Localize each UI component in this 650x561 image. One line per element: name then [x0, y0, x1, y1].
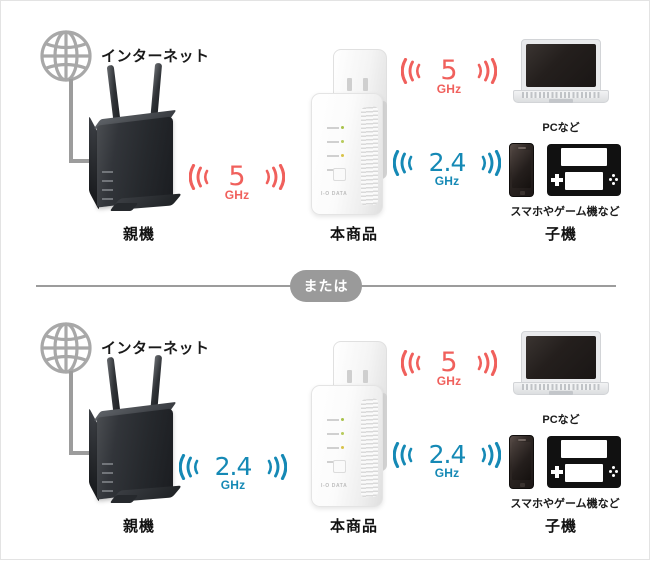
globe-icon — [39, 29, 93, 83]
globe-icon — [39, 321, 93, 375]
link-extender-to-mobile: 2.4 GHz — [393, 145, 501, 197]
router-caption: 親機 — [122, 226, 155, 243]
link-router-to-extender: 5 GHz — [187, 159, 287, 211]
wifi-signal-icon — [263, 164, 285, 190]
extender-caption: 本商品 — [329, 518, 378, 535]
band-unit: GHz — [436, 82, 462, 96]
router-caption: 親機 — [122, 518, 155, 535]
link-extender-to-pc: 5 GHz — [399, 53, 499, 105]
divider: または — [1, 269, 650, 302]
wifi-router-icon — [87, 62, 191, 213]
game-console-icon — [547, 436, 621, 488]
laptop-icon — [513, 39, 609, 109]
link-router-to-extender: 2.4 GHz — [179, 449, 287, 501]
band-unit: GHz — [224, 188, 250, 202]
band-unit: GHz — [220, 478, 246, 492]
wifi-signal-icon — [479, 150, 501, 176]
extender-brand: I-O DATA — [321, 483, 348, 489]
smartphone-icon — [509, 143, 534, 197]
wifi-router-icon — [87, 354, 191, 505]
band-value: 5 — [228, 160, 246, 192]
band-value: 2.4 — [214, 451, 253, 481]
extender-caption: 本商品 — [329, 226, 378, 243]
internet-label: インターネット — [101, 340, 210, 357]
clients-caption: 子機 — [544, 226, 577, 243]
wifi-signal-icon — [393, 150, 415, 176]
band-value: 5 — [440, 346, 458, 378]
wifi-signal-icon — [401, 350, 423, 376]
laptop-caption: PCなど — [542, 122, 580, 134]
wifi-signal-icon — [265, 454, 287, 480]
wifi-signal-icon — [179, 454, 201, 480]
wifi-signal-icon — [189, 164, 211, 190]
wifi-signal-icon — [475, 58, 497, 84]
clients-caption: 子機 — [544, 518, 577, 535]
link-extender-to-pc: 5 GHz — [399, 345, 499, 397]
mobile-devices-group — [509, 143, 621, 199]
wifi-extender-icon: I-O DATA — [311, 49, 397, 215]
game-console-icon — [547, 144, 621, 196]
link-extender-to-mobile: 2.4 GHz — [393, 437, 501, 489]
band-value: 2.4 — [428, 147, 467, 177]
wifi-signal-icon — [393, 442, 415, 468]
mobile-devices-group — [509, 435, 621, 491]
band-value: 2.4 — [428, 439, 467, 469]
band-value: 5 — [440, 54, 458, 86]
mobile-caption: スマホやゲーム機など — [510, 206, 620, 218]
wifi-signal-icon — [475, 350, 497, 376]
extender-brand: I-O DATA — [321, 191, 348, 197]
wifi-extender-icon: I-O DATA — [311, 341, 397, 507]
band-unit: GHz — [436, 374, 462, 388]
laptop-icon — [513, 331, 609, 401]
divider-badge: または — [290, 270, 362, 302]
scenario-top: インターネット 親機 — [1, 1, 650, 269]
band-unit: GHz — [434, 466, 460, 480]
mobile-caption: スマホやゲーム機など — [510, 498, 620, 510]
internet-label: インターネット — [101, 48, 210, 65]
smartphone-icon — [509, 435, 534, 489]
wifi-signal-icon — [479, 442, 501, 468]
laptop-caption: PCなど — [542, 414, 580, 426]
wifi-signal-icon — [401, 58, 423, 84]
scenario-bottom: インターネット 親機 2.4 — [1, 301, 650, 561]
band-unit: GHz — [434, 174, 460, 188]
